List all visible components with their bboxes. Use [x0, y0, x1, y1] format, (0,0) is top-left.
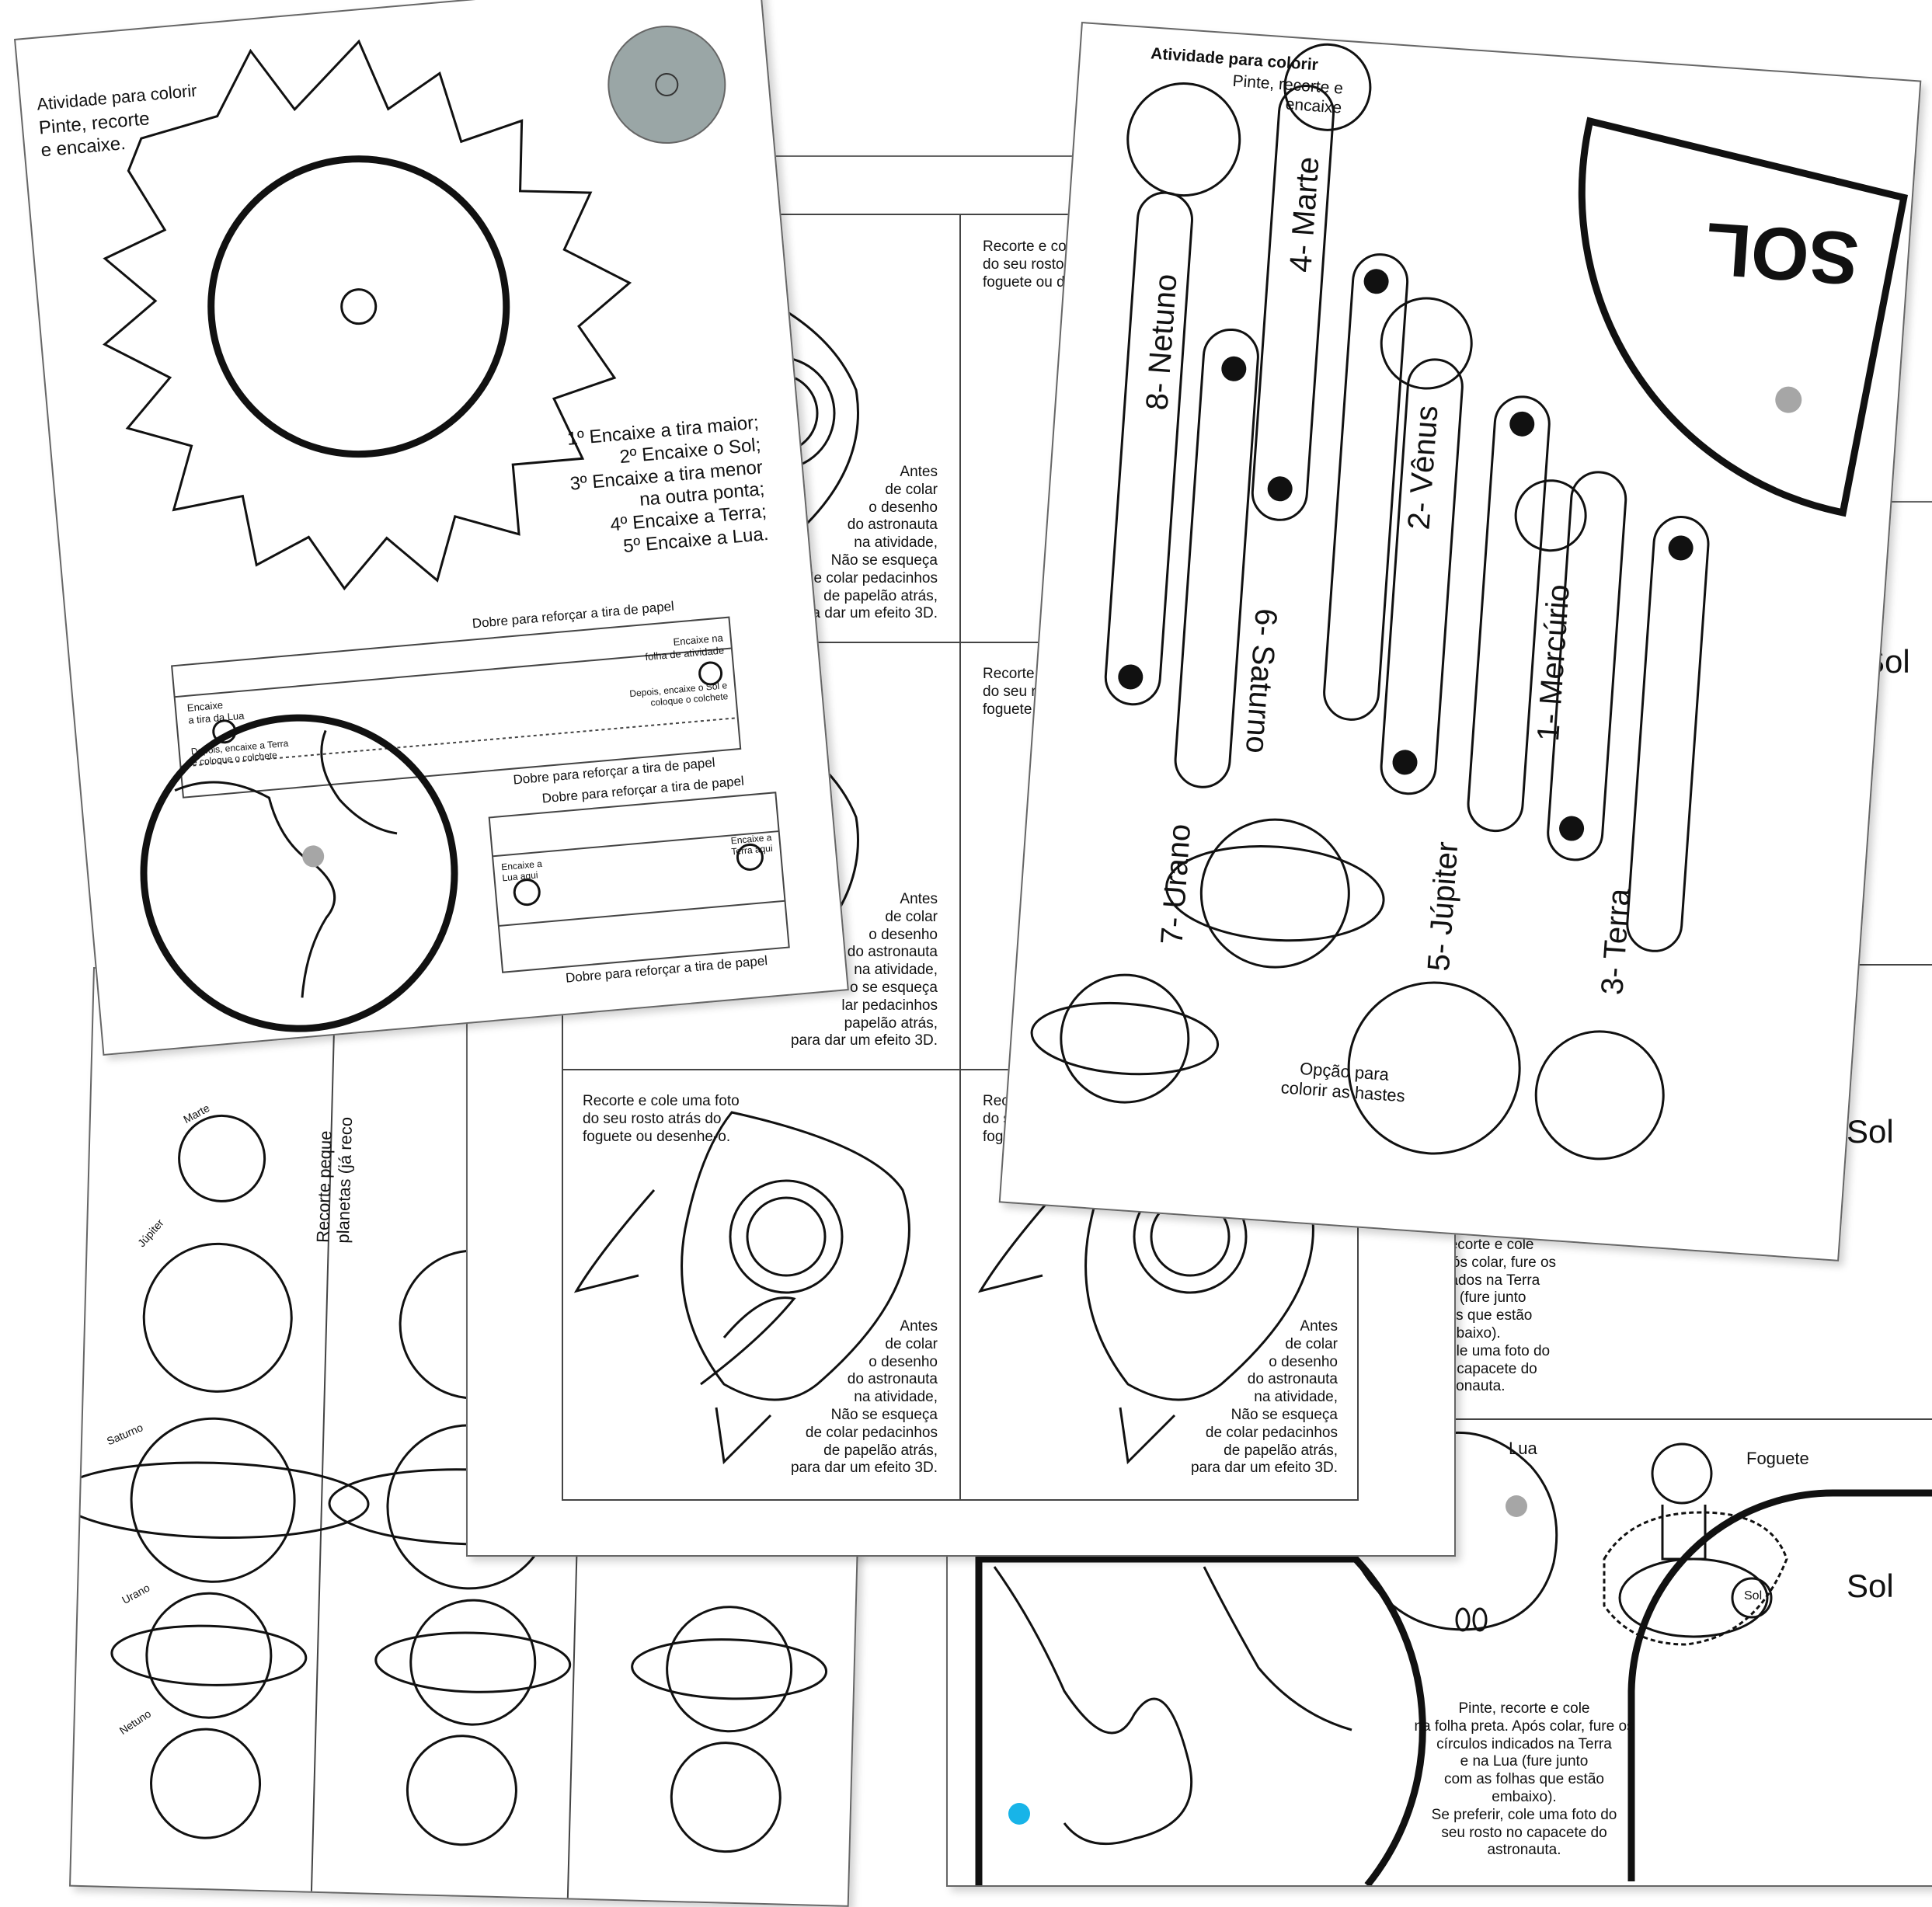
uranus-icon [1060, 973, 1190, 1104]
sol-label-2: Sol [1847, 1113, 1894, 1150]
sheet-planets: Atividade para colorir Pinte, recorte e … [998, 22, 1922, 1261]
sun-drawing [103, 25, 790, 1032]
sol-label: SOL [1702, 207, 1862, 301]
sun-circle [207, 155, 510, 458]
note-text-3: Antes de colar o desenho do astronauta n… [790, 1318, 938, 1477]
note-text-2: Antes de colar o desenho do astronauta n… [790, 891, 938, 1049]
mercury-icon [1514, 479, 1587, 552]
strip1-left: Encaixe a tira da Lua [186, 698, 245, 726]
earth-large [975, 1555, 1426, 1885]
note-text-1: Antes de colar o desenho do astronauta n… [791, 464, 938, 622]
note-text-4: Antes de colar o desenho do astronauta n… [1190, 1318, 1338, 1477]
small-jupiter-icon [142, 1242, 293, 1393]
strip2-left: Encaixe a Lua aqui [500, 858, 543, 884]
rocket-drawing [573, 1111, 910, 1465]
instructions-full: Pinte, recorte e cole na folha preta. Ap… [1414, 1700, 1634, 1859]
sun-quarter-3 [1627, 1489, 1932, 1881]
small-neptune-icon [150, 1728, 262, 1839]
cut-text: Recorte peque planetas (já reco [312, 1116, 357, 1244]
sol-quarter [1578, 117, 1909, 517]
saturn-icon [1199, 818, 1350, 969]
small-saturn-icon [130, 1417, 296, 1583]
photo-text-cut: Recorte e col do seu rosto a foguete ou … [983, 238, 1076, 291]
foguete-label: Foguete [1746, 1449, 1809, 1468]
photo-text: Recorte e cole uma foto do seu rosto atr… [583, 1093, 740, 1145]
label-terra: 3- Terra [1595, 887, 1637, 997]
sol-label-3: Sol [1847, 1568, 1894, 1604]
planets-drawing [1030, 43, 1909, 1161]
venus-icon [1380, 297, 1473, 390]
neptune-icon [1126, 82, 1241, 197]
lua-label: Lua [1509, 1439, 1537, 1458]
mars-icon [1283, 43, 1372, 131]
rocket-sol-label: Sol [1744, 1589, 1763, 1603]
earth-icon [140, 714, 458, 1032]
instructions: 1º Encaixe a tira maior; 2º Encaixe o So… [566, 412, 770, 558]
sheet-sun: Atividade para colorir Pinte, recorte e … [14, 0, 849, 1056]
cyan-dot [1008, 1803, 1030, 1825]
sun-star-outline [103, 39, 632, 591]
astronaut-helmet [1651, 1442, 1713, 1505]
moon-icon [607, 25, 726, 144]
small-uranus-icon [145, 1592, 273, 1719]
jupiter-icon [1347, 981, 1521, 1155]
earth-icon [1534, 1030, 1665, 1161]
small-mars-icon [178, 1114, 266, 1202]
